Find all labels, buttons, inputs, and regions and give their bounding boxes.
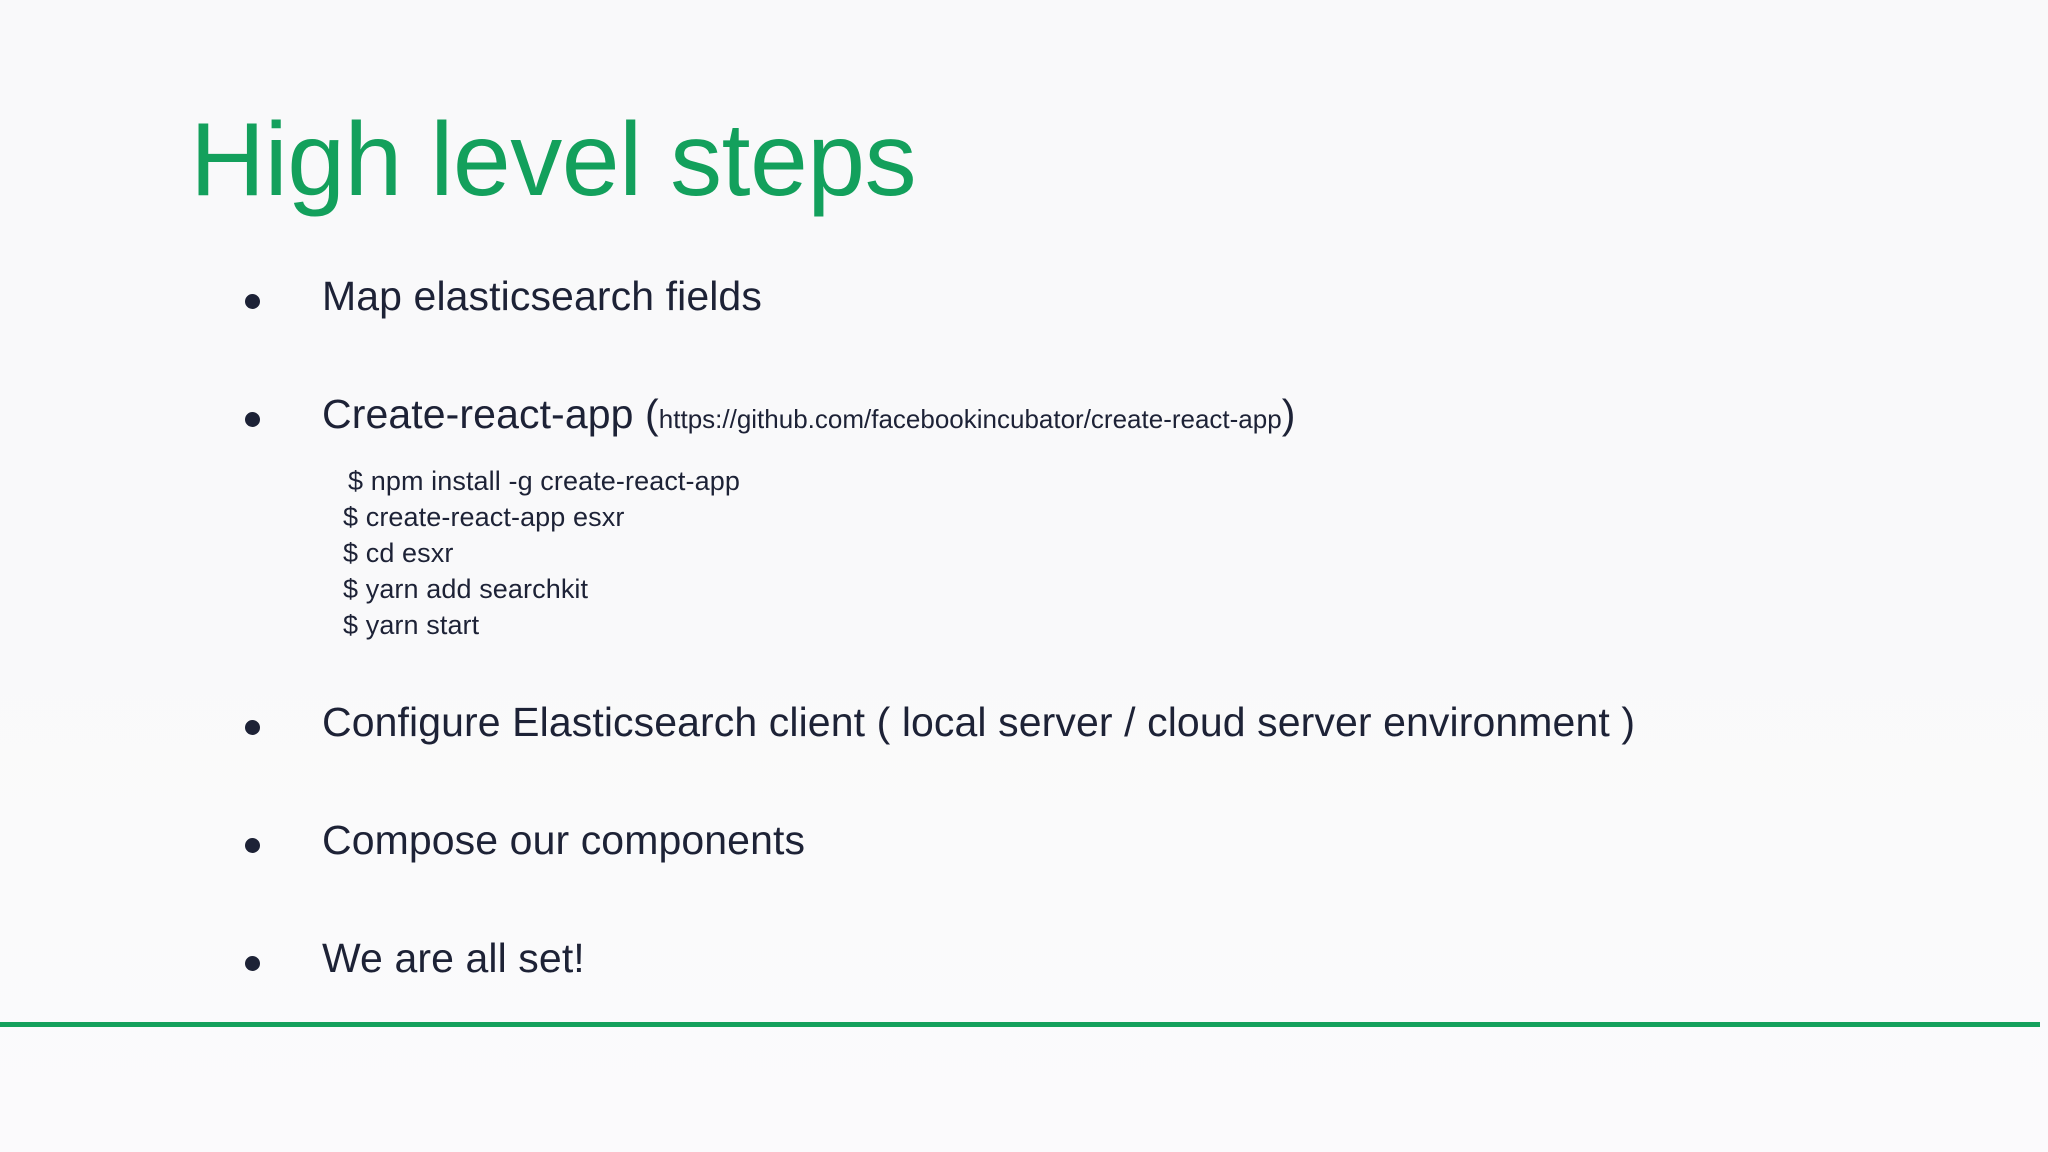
- list-item-label: We are all set!: [322, 934, 585, 981]
- command-line: $ yarn add searchkit: [343, 573, 589, 604]
- command-line: $ cd esxr: [343, 537, 454, 568]
- list-item: We are all set!: [0, 934, 2048, 990]
- list-item: Configure Elasticsearch client ( local s…: [0, 698, 2048, 754]
- list-item-label: Map elasticsearch fields: [322, 273, 762, 319]
- list-item-text: Create-react-app (: [322, 391, 659, 437]
- bullet-dot-icon: [245, 719, 260, 735]
- list-item-label: Create-react-app (https://github.com/fac…: [322, 390, 1295, 438]
- closing-paren: ): [1281, 391, 1296, 437]
- spacer: [0, 644, 2048, 698]
- list-item: Create-react-app (https://github.com/fac…: [0, 390, 2048, 446]
- create-react-app-repo-link[interactable]: https://github.com/facebookincubator/cre…: [658, 404, 1282, 434]
- spacer: [0, 754, 2048, 816]
- list-item: Map elasticsearch fields: [0, 272, 2048, 328]
- spacer: [0, 328, 2048, 390]
- command-line: $ yarn start: [343, 609, 480, 640]
- footer-divider: [0, 1022, 2040, 1027]
- list-item-label: Compose our components: [322, 816, 806, 863]
- page-title: High level steps: [190, 102, 917, 218]
- list-item: Compose our components: [0, 816, 2048, 872]
- command-line: $ npm install -g create-react-app: [348, 466, 740, 496]
- command-line: $ create-react-app esxr: [343, 501, 625, 532]
- list-item-label: Configure Elasticsearch client ( local s…: [322, 698, 1636, 745]
- terminal-commands-block: $ npm install -g create-react-app $ crea…: [343, 464, 2048, 644]
- high-level-steps-list: Map elasticsearch fields Create-react-ap…: [0, 272, 2048, 990]
- bullet-dot-icon: [245, 837, 260, 853]
- bullet-dot-icon: [245, 412, 260, 427]
- spacer: [0, 872, 2048, 934]
- bullet-dot-icon: [245, 294, 260, 309]
- slide-footer: hybriData.us 17: [0, 1027, 2048, 1152]
- bullet-dot-icon: [245, 955, 260, 971]
